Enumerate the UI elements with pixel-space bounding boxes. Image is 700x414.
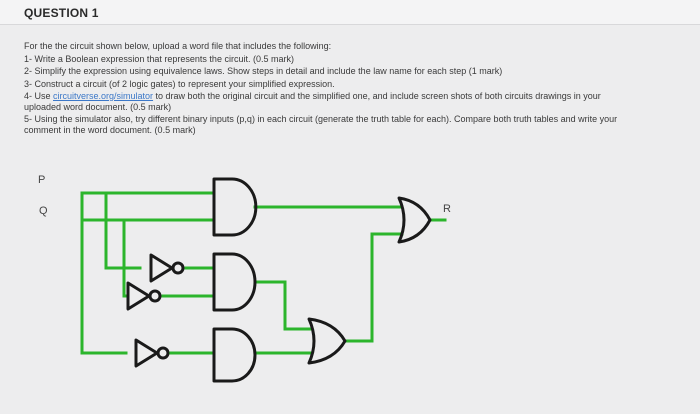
question-item-1: 1- Write a Boolean expression that repre… xyxy=(24,53,294,64)
question-body: For the the circuit shown below, upload … xyxy=(24,41,694,137)
and-gate-2 xyxy=(212,252,257,312)
question-intro: For the the circuit shown below, upload … xyxy=(24,41,332,51)
not-gate-3 xyxy=(134,338,159,368)
input-label-p: P xyxy=(38,174,45,186)
not-gate-1 xyxy=(149,253,174,283)
question-item-4: 4- Use circuitverse.org/simulator to dra… xyxy=(24,91,601,112)
logic-circuit-diagram: P Q R xyxy=(38,174,451,383)
output-label-r: R xyxy=(443,203,451,215)
simulator-link[interactable]: circuitverse.org/simulator xyxy=(53,91,154,101)
or-gate-1 xyxy=(307,317,347,365)
not-gate-2 xyxy=(126,281,151,311)
question-item-2: 2- Simplify the expression using equival… xyxy=(24,66,503,76)
circuit-wires xyxy=(80,191,447,355)
question-header: QUESTION 1 xyxy=(0,0,700,25)
input-label-q: Q xyxy=(39,205,48,217)
question-title: QUESTION 1 xyxy=(24,6,99,20)
and-gate-1 xyxy=(212,177,258,237)
circuit-gates xyxy=(126,177,432,383)
question-item-5: 5- Using the simulator also, try differe… xyxy=(24,114,618,135)
and-gate-3 xyxy=(212,327,257,383)
question-item-3: 3- Construct a circuit (of 2 logic gates… xyxy=(24,78,335,89)
or-gate-2 xyxy=(397,196,432,244)
